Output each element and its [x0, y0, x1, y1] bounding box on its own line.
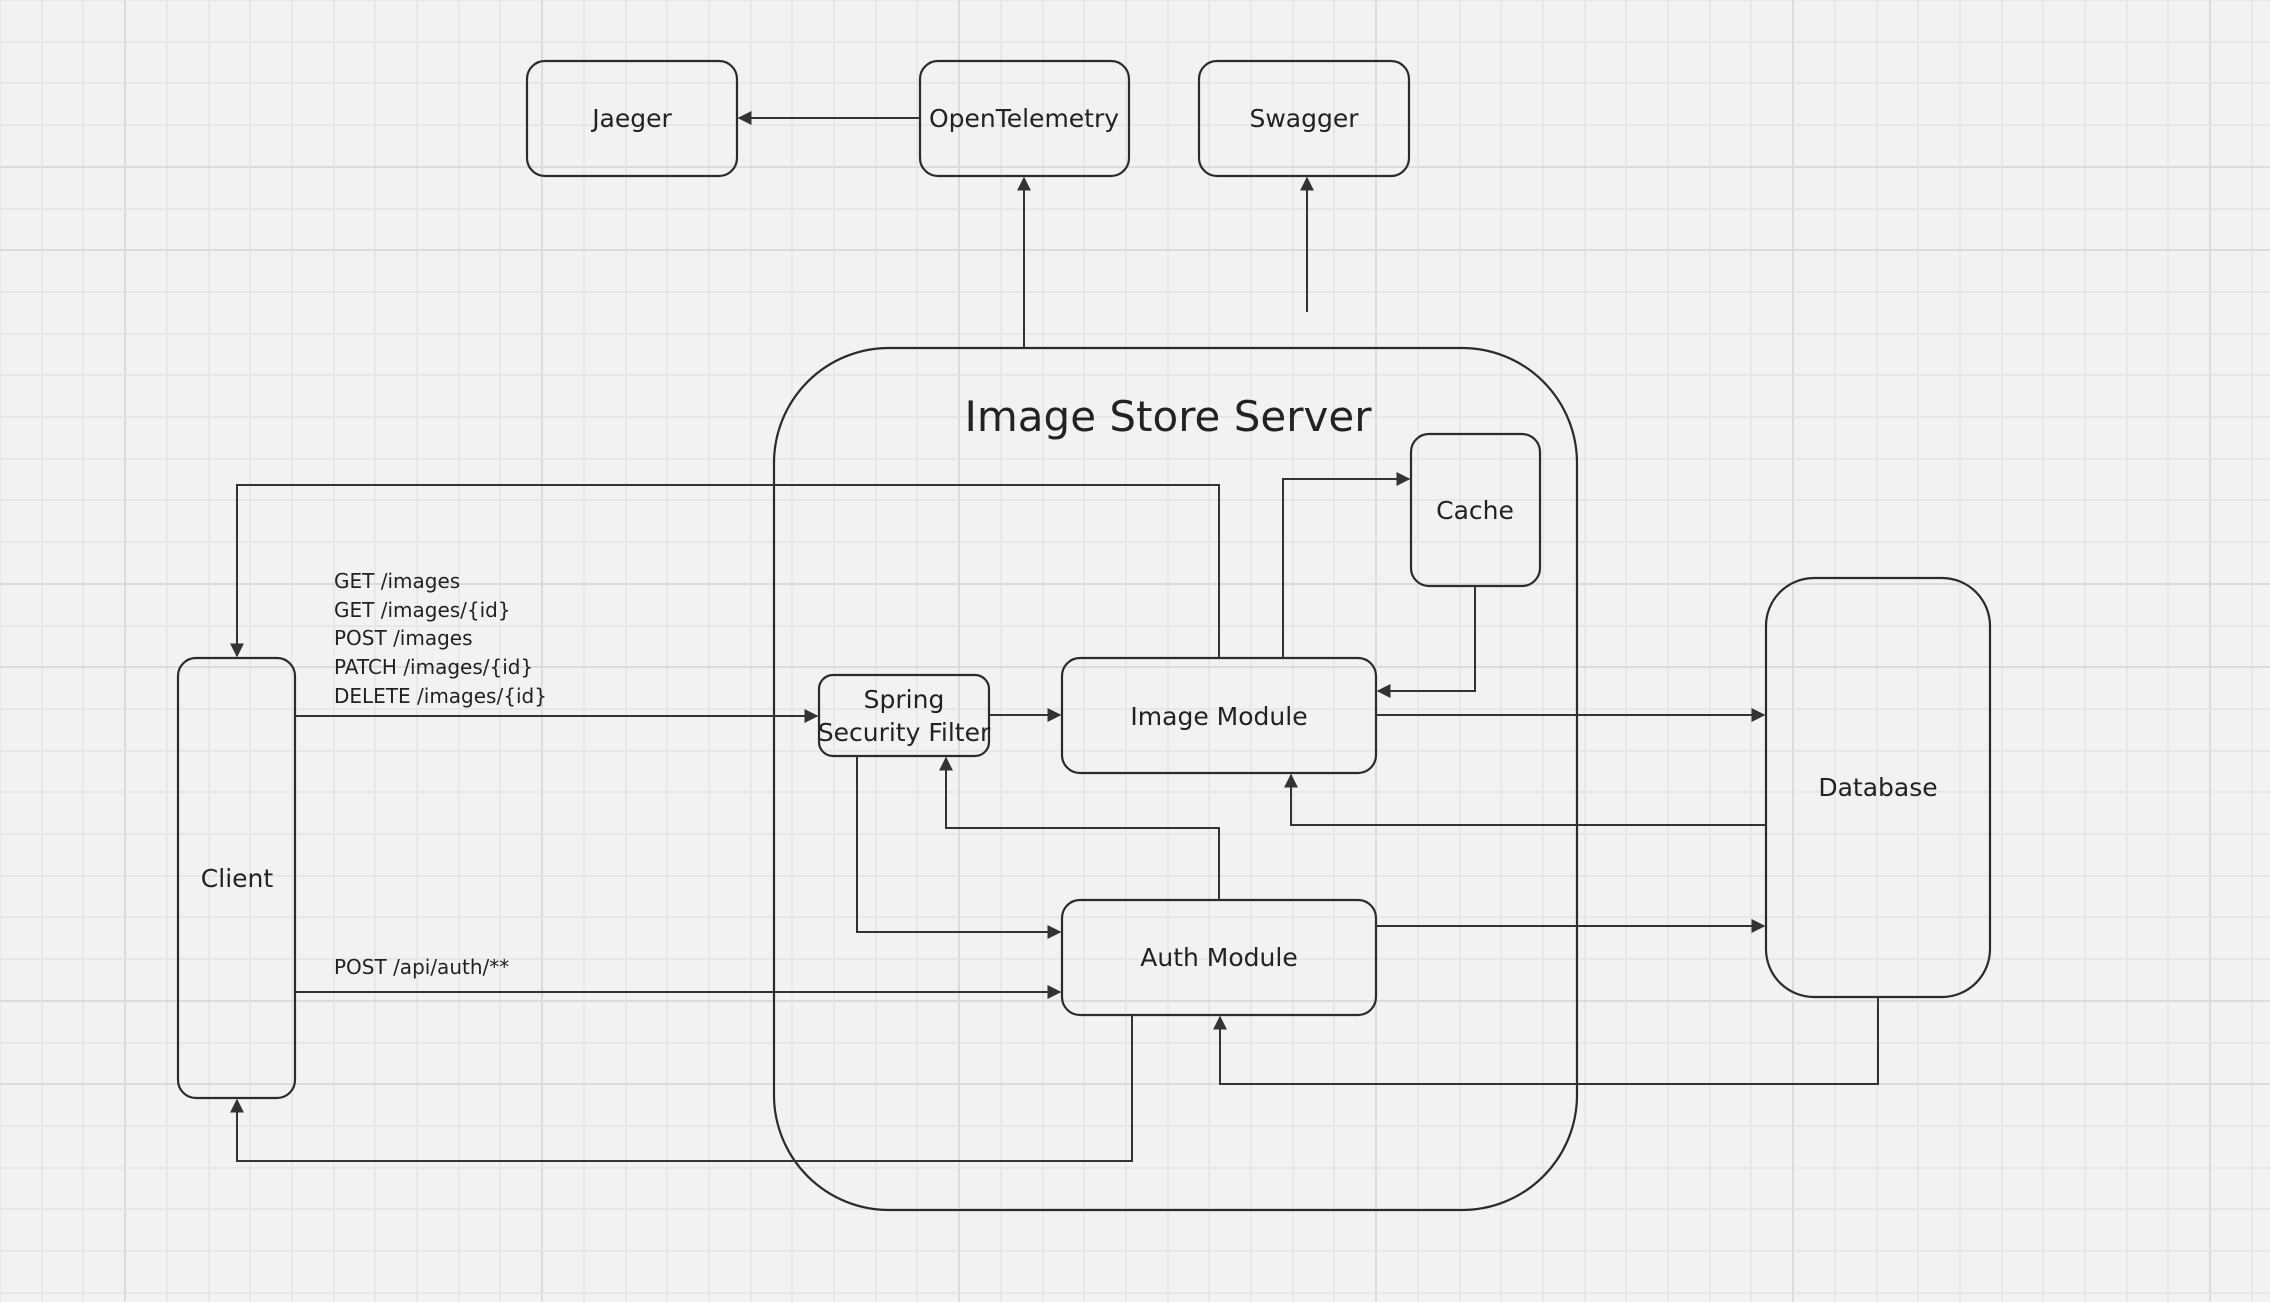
- database-label: Database: [1818, 773, 1937, 802]
- jaeger-node[interactable]: [525, 59, 739, 178]
- spring-security-filter-label-line2: Security Filter: [818, 718, 991, 747]
- edge-image-module-to-client: [230, 484, 1220, 658]
- image-store-server-title: Image Store Server: [965, 392, 1373, 441]
- edge-cache-to-image-module: [1376, 586, 1476, 698]
- route-patch-image: PATCH /images/{id}: [334, 655, 533, 679]
- route-post-auth: POST /api/auth/**: [334, 955, 509, 979]
- jaeger-label: Jaeger: [590, 104, 672, 133]
- connectors: [230, 111, 1879, 1162]
- edge-auth-module-to-spring-filter: [939, 756, 1220, 900]
- route-get-images: GET /images: [334, 569, 460, 593]
- cache-label: Cache: [1436, 496, 1514, 525]
- auth-module-label: Auth Module: [1140, 943, 1297, 972]
- swagger-label: Swagger: [1249, 104, 1359, 133]
- client-node[interactable]: [176, 656, 297, 1100]
- route-delete-image: DELETE /images/{id}: [334, 684, 547, 708]
- route-get-image-by-id: GET /images/{id}: [334, 598, 511, 622]
- spring-security-filter-label-line1: Spring: [864, 685, 945, 714]
- edge-auth-module-to-client: [230, 1015, 1133, 1162]
- edge-image-module-to-cache: [1282, 472, 1411, 658]
- image-store-server-container: [772, 346, 1579, 1212]
- edge-database-to-auth-module: [1213, 997, 1879, 1085]
- edge-spring-filter-to-auth-module: [856, 756, 1062, 939]
- route-post-images: POST /images: [334, 626, 473, 650]
- image-module-label: Image Module: [1130, 702, 1307, 731]
- swagger-node[interactable]: [1197, 59, 1411, 178]
- edge-database-to-image-module: [1284, 773, 1766, 826]
- client-label: Client: [201, 864, 274, 893]
- opentelemetry-label: OpenTelemetry: [929, 104, 1119, 133]
